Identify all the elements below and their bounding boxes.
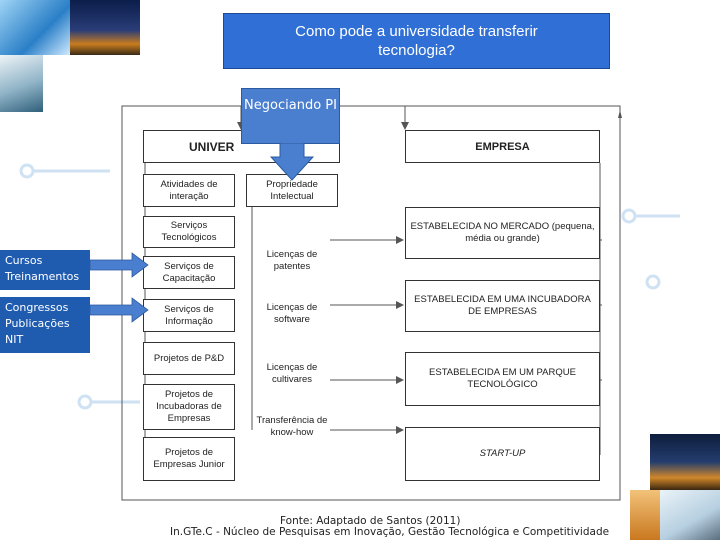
photo-test-tubes bbox=[630, 490, 660, 540]
atividade-projetos-pd: Projetos de P&D bbox=[143, 342, 235, 375]
negociando-pi-callout: Negociando PI bbox=[241, 88, 340, 144]
photo-industrial-plant bbox=[70, 0, 140, 55]
atividade-label: Serviços de Capacitação bbox=[162, 260, 216, 284]
propriedade-licencas-cultivares: Licenças de cultivares bbox=[266, 362, 318, 385]
empresa-estabelecida-incubadora: ESTABELECIDA EM UMA INCUBADORA DE EMPRES… bbox=[405, 280, 600, 332]
side-label-cursos: Cursos Treinamentos bbox=[0, 250, 90, 290]
empresa-estabelecida-parque: ESTABELECIDA EM UM PARQUE TECNOLÓGICO bbox=[405, 352, 600, 406]
atividade-projetos-empresas-junior: Projetos de Empresas Junior bbox=[143, 437, 235, 481]
atividade-label: Serviços Tecnológicos bbox=[161, 220, 217, 243]
footer-source: Fonte: Adaptado de Santos (2011) bbox=[280, 515, 461, 527]
callout-arrow bbox=[270, 143, 314, 181]
slide-title: Como pode a universidade transferir tecn… bbox=[223, 13, 610, 69]
propriedade-licencas-software: Licenças de software bbox=[266, 302, 318, 325]
empresa-label: ESTABELECIDA NO MERCADO (pequena, média … bbox=[410, 221, 595, 244]
atividade-label: Projetos de P&D bbox=[153, 352, 225, 364]
photo-lab-pipette bbox=[0, 55, 43, 112]
side-label-text: Congressos Publicações NIT bbox=[5, 301, 70, 346]
empresa-estabelecida-mercado: ESTABELECIDA NO MERCADO (pequena, média … bbox=[405, 207, 600, 259]
atividade-label: Projetos de Empresas Junior bbox=[153, 447, 225, 470]
side-arrows bbox=[89, 252, 149, 323]
atividade-label: Projetos de Incubadoras de Empresas bbox=[156, 389, 222, 424]
atividade-servicos-informacao: Serviços de Informação bbox=[143, 299, 235, 332]
atividade-servicos-tecnologicos: Serviços Tecnológicos bbox=[143, 216, 235, 248]
empresa-label: ESTABELECIDA EM UMA INCUBADORA DE EMPRES… bbox=[414, 294, 591, 317]
side-label-text: Cursos Treinamentos bbox=[5, 254, 80, 283]
atividades-header-label: Atividades de interação bbox=[160, 178, 218, 202]
propriedade-header-label: Propriedade Intelectual bbox=[266, 178, 318, 202]
empresa-start-up: START-UP bbox=[405, 427, 600, 481]
universidade-header-label: UNIVER bbox=[189, 139, 235, 154]
propriedade-licencas-patentes: Licenças de patentes bbox=[266, 249, 318, 272]
empresa-header-label: EMPRESA bbox=[475, 140, 530, 153]
propriedade-transferencia-know-how: Transferência de know-how bbox=[256, 415, 328, 438]
empresa-label: ESTABELECIDA EM UM PARQUE TECNOLÓGICO bbox=[429, 367, 576, 390]
atividades-header: Atividades de interação bbox=[143, 174, 235, 207]
atividade-label: Serviços de Informação bbox=[164, 303, 214, 327]
empresa-label: START-UP bbox=[479, 448, 526, 459]
photo-oil-platform bbox=[650, 434, 720, 490]
atividade-servicos-capacitacao: Serviços de Capacitação bbox=[143, 256, 235, 289]
side-label-congressos: Congressos Publicações NIT bbox=[0, 297, 90, 353]
photo-scientist-microscope bbox=[660, 490, 720, 540]
footer-org: In.GTe.C - Núcleo de Pesquisas em Inovaç… bbox=[170, 526, 610, 538]
empresa-header: EMPRESA bbox=[405, 130, 600, 163]
photo-water-drop bbox=[0, 0, 70, 55]
atividade-projetos-incubadoras: Projetos de Incubadoras de Empresas bbox=[143, 384, 235, 430]
